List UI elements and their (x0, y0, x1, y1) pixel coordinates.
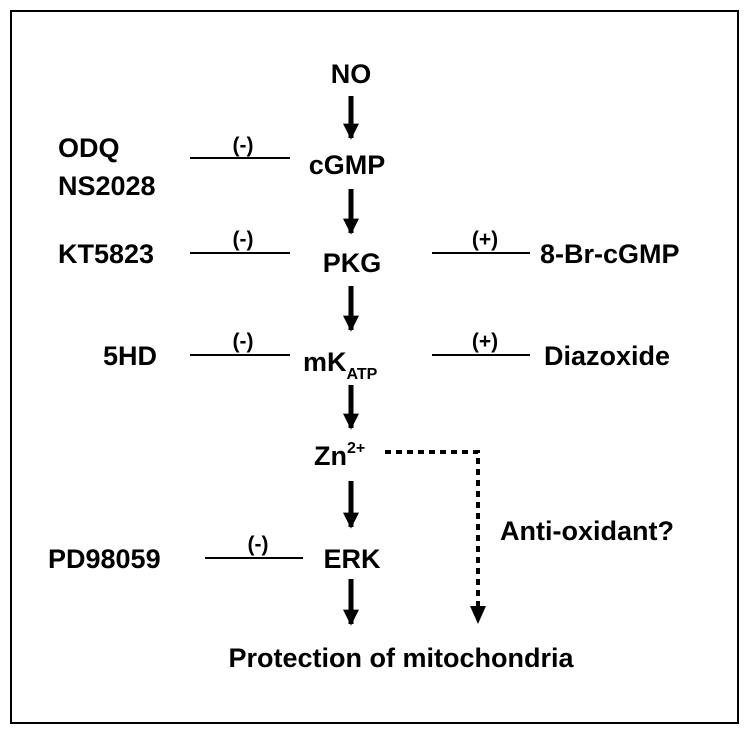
annotation-antioxidant: Anti-oxidant? (500, 516, 674, 546)
modulator-pd98059: PD98059 (48, 544, 161, 574)
sign-odq: (-) (233, 134, 254, 157)
node-protection: Protection of mitochondria (228, 643, 574, 673)
modulator-diazoxide: Diazoxide (544, 341, 670, 371)
node-cgmp: cGMP (309, 150, 386, 180)
node-mkatp: mKATP (303, 347, 378, 383)
sign-kt5823: (-) (233, 228, 254, 251)
modulator-odq: ODQ (58, 133, 120, 163)
modulator-ns2028: NS2028 (58, 171, 156, 201)
node-pkg: PKG (323, 248, 382, 278)
sign-5hd: (-) (233, 330, 254, 353)
sign-pd98059: (-) (248, 533, 269, 556)
node-zn-base: Zn (314, 441, 347, 471)
node-no: NO (331, 59, 372, 89)
modulator-8brcgmp: 8-Br-cGMP (540, 239, 680, 269)
modulator-5hd: 5HD (103, 341, 157, 371)
dotted-path-antioxidant (385, 450, 480, 610)
sign-8brcgmp: (+) (472, 228, 498, 251)
diagram-frame (10, 10, 739, 724)
dotted-arrowhead (470, 606, 486, 624)
modulator-kt5823: KT5823 (58, 239, 154, 269)
node-zn-sup: 2+ (347, 440, 365, 457)
node-zn: Zn2+ (314, 440, 365, 471)
node-mkatp-sub: ATP (347, 366, 378, 383)
node-mkatp-base: mK (303, 347, 347, 377)
sign-diazoxide: (+) (472, 330, 498, 353)
node-erk: ERK (323, 544, 381, 574)
